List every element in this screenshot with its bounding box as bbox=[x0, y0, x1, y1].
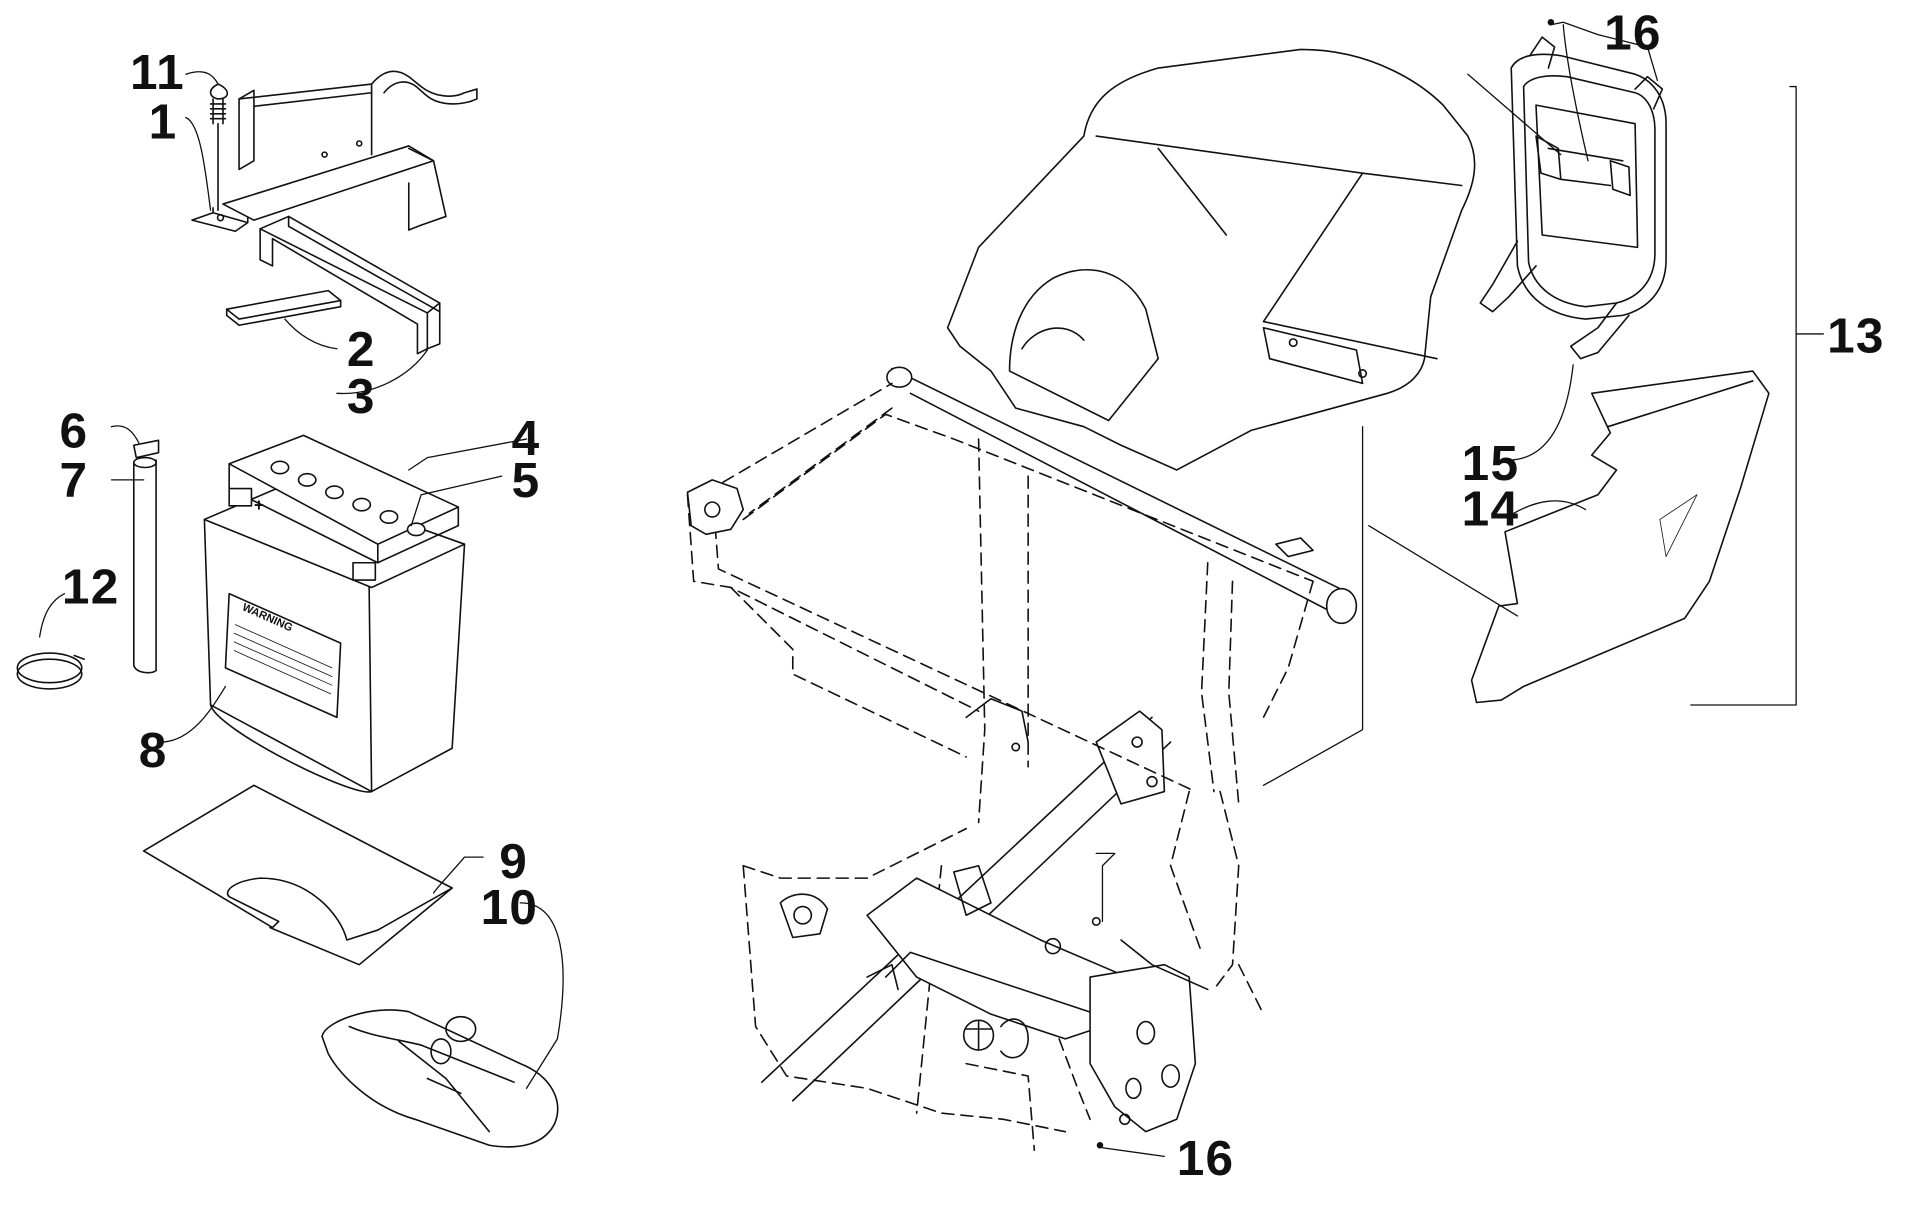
terminal-bolt bbox=[211, 84, 228, 210]
battery-channel-bracket bbox=[260, 216, 440, 353]
screw-top bbox=[1548, 20, 1553, 25]
callout-5: 5 bbox=[512, 453, 541, 508]
callout-4: 4 bbox=[512, 411, 541, 466]
side-panel bbox=[1472, 371, 1769, 702]
battery-cover-bag bbox=[322, 1010, 558, 1147]
vent-hose bbox=[134, 458, 156, 673]
battery-mat bbox=[144, 785, 452, 964]
battery-terminal-mark: + bbox=[254, 495, 264, 515]
headlight-bezel bbox=[1480, 37, 1666, 359]
leader-lines bbox=[40, 22, 1824, 1156]
screw-bottom bbox=[1097, 1143, 1102, 1148]
vent-elbow bbox=[134, 440, 159, 457]
callout-12: 12 bbox=[62, 560, 120, 615]
callout-3: 3 bbox=[347, 369, 376, 424]
upper-shroud bbox=[948, 49, 1475, 470]
frame bbox=[687, 367, 1356, 1150]
hose-clamp bbox=[17, 653, 84, 689]
callout-numbers: 11 1 2 3 4 5 6 7 12 8 9 10 16 13 15 14 1… bbox=[59, 6, 1885, 1186]
battery-hold-down-bracket bbox=[192, 71, 477, 231]
callout-7: 7 bbox=[59, 453, 88, 508]
callout-16-top: 16 bbox=[1604, 6, 1662, 61]
callout-6: 6 bbox=[59, 404, 88, 459]
callout-10: 10 bbox=[481, 880, 539, 935]
callout-1: 1 bbox=[149, 95, 178, 150]
callout-8: 8 bbox=[139, 723, 168, 778]
callout-16-bottom: 16 bbox=[1177, 1131, 1235, 1186]
callout-13: 13 bbox=[1827, 309, 1885, 364]
callout-9: 9 bbox=[499, 834, 528, 889]
battery bbox=[204, 435, 464, 792]
callout-15: 15 bbox=[1462, 436, 1520, 491]
battery-pad bbox=[227, 291, 341, 326]
callout-14: 14 bbox=[1462, 482, 1520, 537]
callout-11: 11 bbox=[130, 45, 185, 100]
callout-2: 2 bbox=[347, 322, 376, 377]
